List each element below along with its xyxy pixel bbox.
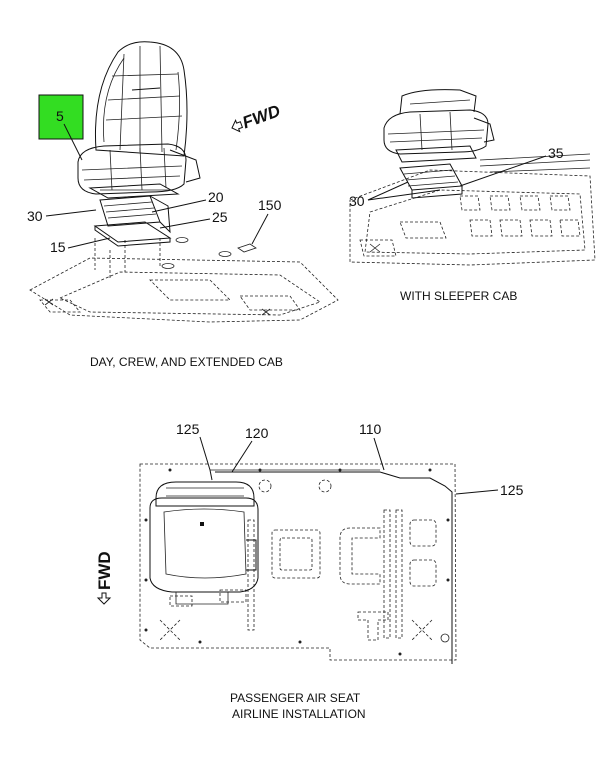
fwd-arrow-bottom-icon: FWD — [95, 551, 114, 605]
callout-110: 110 — [359, 421, 382, 437]
callout-125-left: 125 — [176, 421, 200, 437]
leader-5 — [63, 123, 83, 161]
leader-125-right — [455, 489, 499, 495]
leader-30-sleeper-a — [367, 181, 409, 201]
leader-125-left — [199, 436, 211, 471]
callout-120: 120 — [245, 425, 269, 441]
callout-15: 15 — [50, 239, 66, 255]
callout-30-sleeper: 30 — [349, 193, 365, 209]
callout-5-label: 5 — [56, 108, 64, 124]
leader-110 — [373, 437, 385, 471]
leader-30-sleeper-b — [367, 189, 441, 201]
caption-passenger-1: PASSENGER AIR SEAT — [230, 691, 361, 705]
fwd-label: FWD — [240, 101, 283, 132]
caption-passenger-2: AIRLINE INSTALLATION — [232, 707, 366, 721]
leader-30 — [45, 209, 97, 217]
floor-plan-top-view — [139, 463, 457, 664]
callout-150: 150 — [258, 197, 282, 213]
leader-25 — [159, 218, 211, 229]
callout-35: 35 — [548, 145, 564, 161]
callout-25: 25 — [212, 209, 228, 225]
caption-sleeper: WITH SLEEPER CAB — [400, 289, 517, 303]
seat-assembly-day-cab — [29, 41, 339, 323]
seat-assembly-sleeper — [349, 89, 596, 266]
fwd-arrow-icon: FWD — [231, 101, 283, 133]
leader-120 — [231, 440, 253, 473]
caption-day-cab: DAY, CREW, AND EXTENDED CAB — [90, 355, 283, 369]
leader-150 — [251, 213, 269, 245]
leader-35 — [459, 155, 547, 187]
callout-5-highlight[interactable]: 5 — [38, 94, 84, 140]
leader-20 — [151, 199, 207, 213]
callout-20: 20 — [208, 189, 224, 205]
callout-125-right: 125 — [500, 482, 524, 498]
fwd-label-bottom: FWD — [95, 551, 114, 590]
leader-15 — [67, 237, 111, 249]
callout-30: 30 — [27, 208, 43, 224]
